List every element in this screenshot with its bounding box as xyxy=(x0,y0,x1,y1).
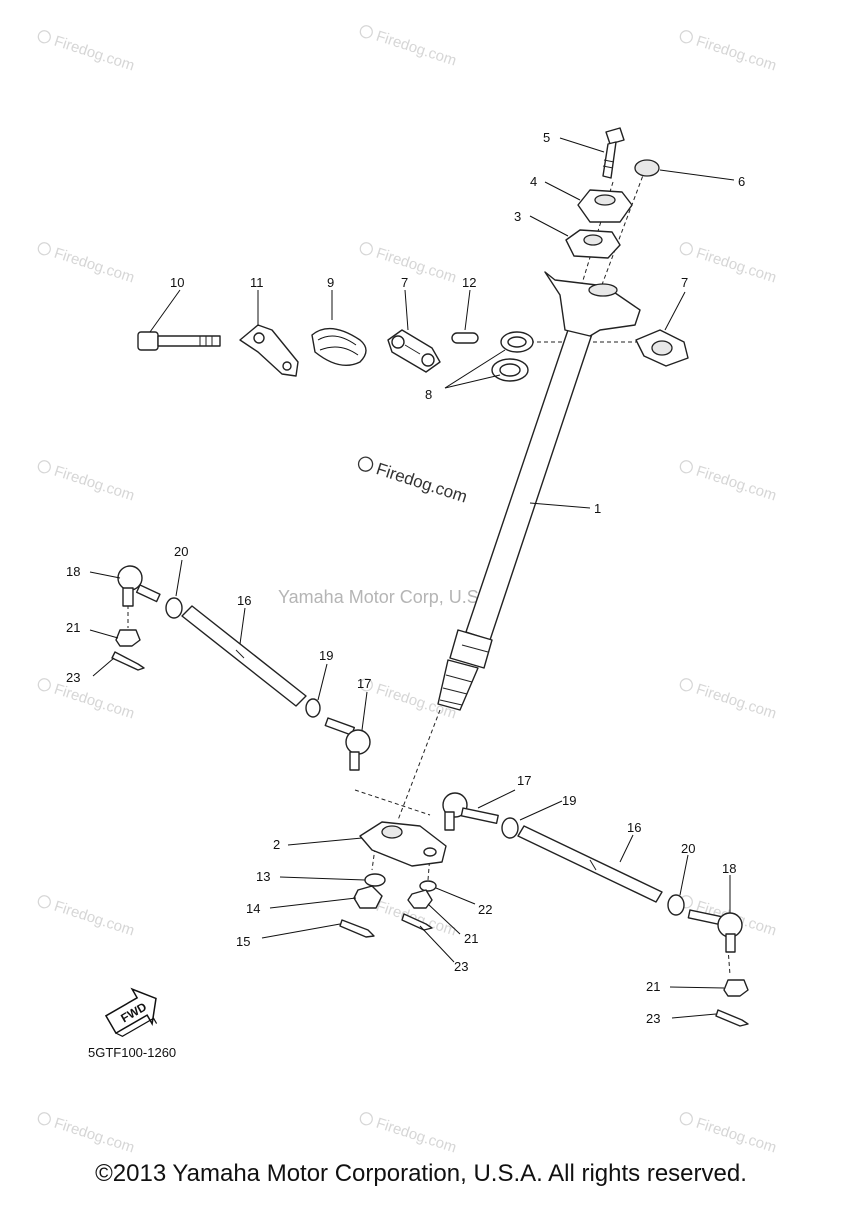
svg-text:Firedog.com: Firedog.com xyxy=(694,245,779,287)
svg-text:Firedog.com: Firedog.com xyxy=(694,681,779,723)
label-20-left: 20 xyxy=(174,544,188,559)
label-22: 22 xyxy=(478,902,492,917)
part-7-holder-left xyxy=(387,329,441,373)
svg-text:Firedog.com: Firedog.com xyxy=(52,245,137,287)
label-15: 15 xyxy=(236,934,250,949)
label-21-left: 21 xyxy=(66,620,80,635)
svg-text:Firedog.com: Firedog.com xyxy=(694,463,779,505)
svg-text:Firedog.com: Firedog.com xyxy=(374,1115,459,1157)
fwd-arrow-icon: FWD xyxy=(104,987,158,1038)
diagram-code: 5GTF100-1260 xyxy=(88,1045,176,1060)
label-9: 9 xyxy=(327,275,334,290)
label-7-right: 7 xyxy=(681,275,688,290)
callout-labels: 5 6 4 3 10 11 9 7 12 7 8 1 18 20 16 21 2… xyxy=(66,130,745,1026)
svg-text:Firedog.com: Firedog.com xyxy=(694,33,779,75)
svg-text:Firedog.com: Firedog.com xyxy=(52,681,137,723)
part-6-cap xyxy=(634,159,660,177)
label-16-right: 16 xyxy=(627,820,641,835)
label-20-right: 20 xyxy=(681,841,695,856)
label-19-left: 19 xyxy=(319,648,333,663)
part-4-holder xyxy=(577,189,633,223)
label-5: 5 xyxy=(543,130,550,145)
right-tie-rod-assembly xyxy=(442,792,749,1027)
label-16-left: 16 xyxy=(237,593,251,608)
label-4: 4 xyxy=(530,174,537,189)
svg-text:Firedog.com: Firedog.com xyxy=(52,898,137,940)
svg-text:Firedog.com: Firedog.com xyxy=(374,28,459,70)
svg-text:Firedog.com: Firedog.com xyxy=(694,1115,779,1157)
label-17-left: 17 xyxy=(357,676,371,691)
part-12-pin xyxy=(451,332,479,344)
svg-text:Firedog.com: Firedog.com xyxy=(52,1115,137,1157)
alignment-lines xyxy=(127,169,731,976)
label-17-right: 17 xyxy=(517,773,531,788)
pitman-hardware xyxy=(339,873,437,938)
label-6: 6 xyxy=(738,174,745,189)
label-18-left: 18 xyxy=(66,564,80,579)
firedog-center-watermark: Firedog.com xyxy=(357,456,470,507)
label-19-right: 19 xyxy=(562,793,576,808)
label-13: 13 xyxy=(256,869,270,884)
label-2: 2 xyxy=(273,837,280,852)
label-23-left: 23 xyxy=(66,670,80,685)
yamaha-watermark: Yamaha Motor Corp, U.S.A. xyxy=(278,587,501,607)
svg-text:Firedog.com: Firedog.com xyxy=(374,459,470,506)
label-14: 14 xyxy=(246,901,260,916)
left-tie-rod-assembly xyxy=(111,565,371,771)
svg-text:Firedog.com: Firedog.com xyxy=(52,463,137,505)
part-7-holder-right xyxy=(635,329,689,367)
label-21-right: 21 xyxy=(646,979,660,994)
part-3-holder xyxy=(565,229,621,259)
steering-column-shaft xyxy=(437,271,641,711)
label-12: 12 xyxy=(462,275,476,290)
label-3: 3 xyxy=(514,209,521,224)
label-11: 11 xyxy=(250,275,264,290)
part-10-bolt xyxy=(137,331,221,351)
label-7-left: 7 xyxy=(401,275,408,290)
copyright-notice: ©2013 Yamaha Motor Corporation, U.S.A. A… xyxy=(95,1160,747,1187)
part-2-pitman-arm xyxy=(359,821,447,867)
part-9-spring xyxy=(311,327,367,366)
svg-text:Firedog.com: Firedog.com xyxy=(52,33,137,75)
label-1: 1 xyxy=(594,501,601,516)
label-8: 8 xyxy=(425,387,432,402)
leader-lines xyxy=(89,137,735,1019)
part-8-seals xyxy=(491,331,534,382)
svg-text:Firedog.com: Firedog.com xyxy=(374,245,459,287)
label-10: 10 xyxy=(170,275,184,290)
label-23-mid: 23 xyxy=(454,959,468,974)
label-18-right: 18 xyxy=(722,861,736,876)
part-5-bolt xyxy=(602,127,625,179)
part-11-lock-plate xyxy=(239,324,299,377)
label-23-right: 23 xyxy=(646,1011,660,1026)
label-21-mid: 21 xyxy=(464,931,478,946)
